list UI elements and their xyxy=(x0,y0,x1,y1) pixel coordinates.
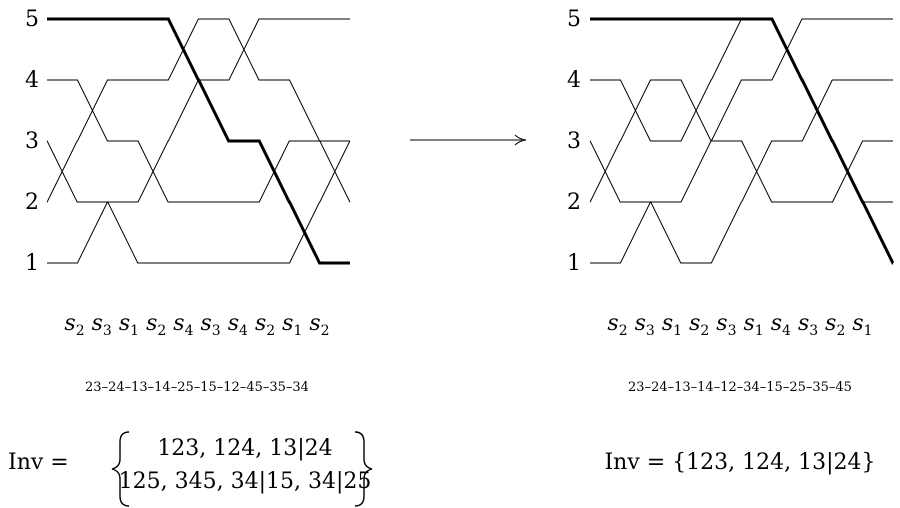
left-word-index-1: 2 xyxy=(76,323,85,339)
left-word-generator-3: s xyxy=(119,311,130,336)
right-word-index-6: 1 xyxy=(755,323,764,339)
right-word-generator-8: s xyxy=(798,311,809,336)
left-inv-close-brace xyxy=(354,431,373,507)
left-level-label-4: 4 xyxy=(25,68,39,93)
left-level-label-3: 3 xyxy=(25,129,39,154)
left-level-label-2: 2 xyxy=(25,190,39,215)
left-strand-1 xyxy=(47,18,350,264)
right-word-generator-3: s xyxy=(662,311,673,336)
left-level-labels: 1 2 3 4 5 xyxy=(25,7,39,276)
left-level-label-1: 1 xyxy=(25,251,39,276)
right-strand-2 xyxy=(589,79,893,203)
right-word-index-3: 1 xyxy=(673,323,682,339)
right-level-label-3: 3 xyxy=(567,129,581,154)
right-level-labels: 1 2 3 4 5 xyxy=(567,7,581,276)
right-triple-sequence: 23–24–13–14–12–34–15–25–35–45 xyxy=(628,380,852,395)
right-word-generator-1: s xyxy=(607,311,618,336)
left-word-generator-1: s xyxy=(64,311,75,336)
left-word-index-8: 2 xyxy=(266,323,275,339)
left-strand-4 xyxy=(47,79,351,203)
right-word-generator-4: s xyxy=(689,311,700,336)
right-word-generator-6: s xyxy=(744,311,755,336)
left-word-generator-5: s xyxy=(173,311,184,336)
left-inv-line-2: 125, 345, 34|15, 34|25 xyxy=(119,469,372,494)
left-word-index-9: 1 xyxy=(293,323,302,339)
left-word-generator-9: s xyxy=(282,311,293,336)
right-word-generator-2: s xyxy=(635,311,646,336)
left-word-generator-2: s xyxy=(92,311,103,336)
right-word-generator-9: s xyxy=(825,311,836,336)
right-wiring-diagram xyxy=(589,17,895,265)
right-strand-3 xyxy=(589,79,893,264)
left-level-label-5: 5 xyxy=(25,7,39,32)
left-word-index-5: 4 xyxy=(185,323,194,339)
right-inversion-set: Inv = {123, 124, 13|24} xyxy=(604,450,875,475)
right-word-index-1: 2 xyxy=(619,323,628,339)
left-word-index-6: 3 xyxy=(212,323,221,339)
left-word-generator-8: s xyxy=(255,311,266,336)
left-strand-5-highlighted xyxy=(47,17,350,265)
arrow-head xyxy=(514,134,527,146)
left-word-index-4: 2 xyxy=(157,323,166,339)
left-strand-2 xyxy=(46,18,350,203)
right-word-index-4: 2 xyxy=(700,323,709,339)
right-level-label-5: 5 xyxy=(567,7,581,32)
right-word-generator-5: s xyxy=(716,311,727,336)
left-word-index-7: 4 xyxy=(239,323,248,339)
right-word-generator-7: s xyxy=(771,311,782,336)
left-inversion-set: Inv = 123, 124, 13|24 125, 345, 34|15, 3… xyxy=(8,431,373,507)
transform-arrow xyxy=(410,134,527,146)
right-word-index-8: 3 xyxy=(809,323,818,339)
left-word-generator-10: s xyxy=(309,311,320,336)
right-strand-5-highlighted xyxy=(590,17,895,265)
left-word-index-3: 1 xyxy=(130,323,139,339)
right-word-generator-10: s xyxy=(852,311,863,336)
left-word-index-10: 2 xyxy=(321,323,330,339)
right-level-label-4: 4 xyxy=(567,68,581,93)
right-word-index-7: 4 xyxy=(782,323,791,339)
right-word-index-10: 1 xyxy=(864,323,873,339)
right-level-label-1: 1 xyxy=(567,251,581,276)
left-word-index-2: 3 xyxy=(103,323,112,339)
left-word-generator-6: s xyxy=(201,311,212,336)
left-word-generator-4: s xyxy=(146,311,157,336)
left-inv-line-1: 123, 124, 13|24 xyxy=(157,436,332,461)
left-inv-open-brace xyxy=(111,431,130,507)
left-word-generator-7: s xyxy=(228,311,239,336)
right-level-label-2: 2 xyxy=(567,190,581,215)
right-word-index-2: 3 xyxy=(646,323,655,339)
left-inv-label: Inv = xyxy=(8,450,69,475)
right-word-index-9: 2 xyxy=(836,323,845,339)
left-triple-sequence: 23–24–13–14–25–15–12–45–35–34 xyxy=(85,380,309,395)
right-word-index-5: 3 xyxy=(728,323,737,339)
left-wiring-diagram xyxy=(46,17,351,265)
